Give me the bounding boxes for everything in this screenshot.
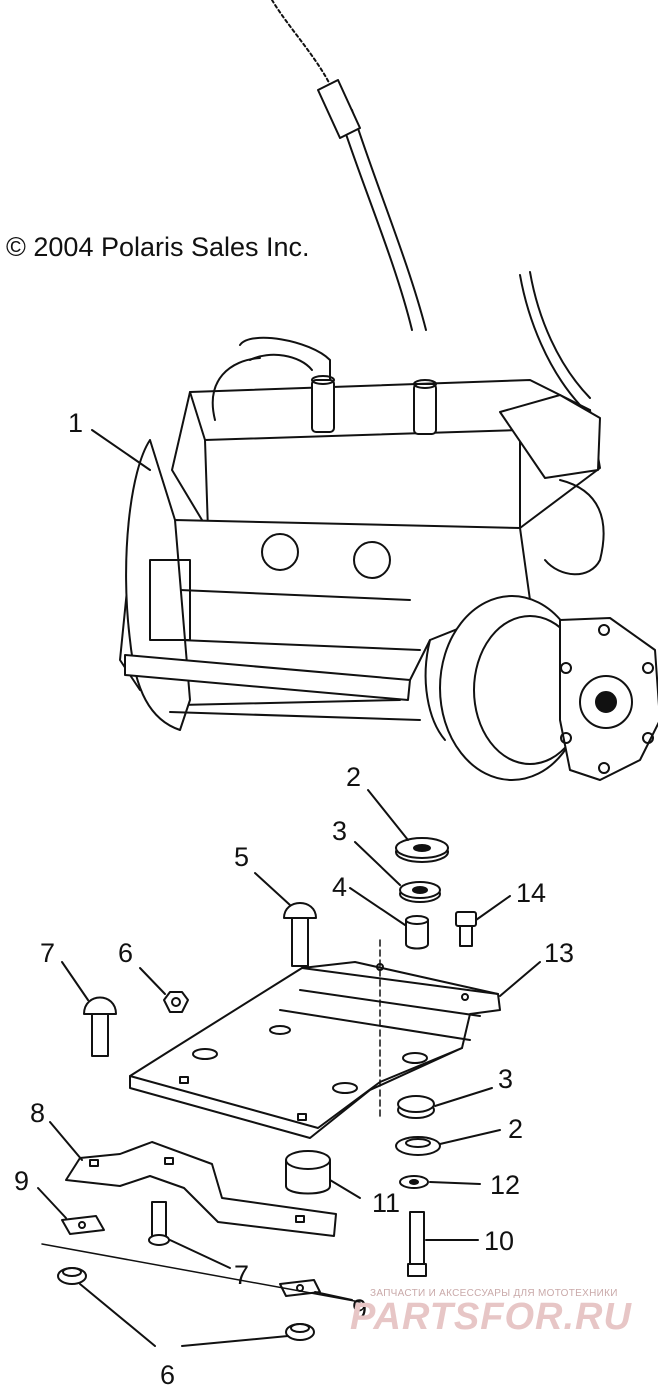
engine-assembly bbox=[119, 336, 658, 781]
callout-1: 1 bbox=[68, 408, 83, 438]
nut-lower-left bbox=[57, 1267, 87, 1285]
callout-2-lower: 2 bbox=[508, 1114, 523, 1144]
callout-6-lower: 6 bbox=[160, 1360, 175, 1386]
callout-3-upper: 3 bbox=[332, 816, 347, 846]
bushing-upper bbox=[399, 881, 441, 903]
grommet-upper bbox=[395, 837, 449, 863]
pad-right bbox=[279, 1279, 321, 1297]
callout-numbers: 1 2 3 4 5 6 7 8 9 10 11 12 13 14 2 3 6 7… bbox=[14, 408, 574, 1390]
callout-14: 14 bbox=[516, 878, 546, 908]
callout-13: 13 bbox=[544, 938, 574, 968]
spacer-cylinder bbox=[285, 1150, 331, 1195]
bolt-small bbox=[455, 911, 477, 947]
bolt-lower bbox=[148, 1201, 170, 1246]
callout-7-lower: 7 bbox=[234, 1260, 249, 1290]
callout-9-left: 9 bbox=[14, 1166, 29, 1196]
callout-7-upper: 7 bbox=[40, 938, 55, 968]
callout-12: 12 bbox=[490, 1170, 520, 1200]
copyright-text: © 2004 Polaris Sales Inc. bbox=[6, 232, 310, 262]
watermark-tagline: ЗАПЧАСТИ И АКСЕССУАРЫ ДЛЯ МОТОТЕХНИКИ bbox=[370, 1288, 618, 1299]
cable-assembly bbox=[271, 0, 591, 406]
callout-11: 11 bbox=[372, 1188, 400, 1218]
callout-3-lower: 3 bbox=[498, 1064, 513, 1094]
bushing-lower bbox=[397, 1095, 435, 1119]
callout-2-upper: 2 bbox=[346, 762, 361, 792]
callout-8: 8 bbox=[30, 1098, 45, 1128]
washer bbox=[399, 1175, 429, 1189]
nut-upper bbox=[163, 991, 189, 1013]
watermark-brand: PARTSFOR.RU bbox=[350, 1296, 632, 1338]
pad-left bbox=[61, 1215, 105, 1235]
long-bolt bbox=[407, 1211, 427, 1277]
nut-lower-right bbox=[285, 1323, 315, 1341]
grommet-lower bbox=[395, 1136, 441, 1156]
callout-6-upper: 6 bbox=[118, 938, 133, 968]
callout-9-right: 9 bbox=[352, 1294, 367, 1324]
bracket bbox=[65, 1141, 337, 1237]
callout-4: 4 bbox=[332, 872, 347, 902]
carriage-bolt-upper bbox=[283, 902, 317, 967]
carriage-bolt-left bbox=[83, 996, 117, 1057]
callout-5: 5 bbox=[234, 842, 249, 872]
mounting-plate bbox=[129, 939, 501, 1139]
callout-10: 10 bbox=[484, 1226, 514, 1256]
leader-lines bbox=[37, 429, 541, 1347]
spacer bbox=[405, 915, 429, 950]
